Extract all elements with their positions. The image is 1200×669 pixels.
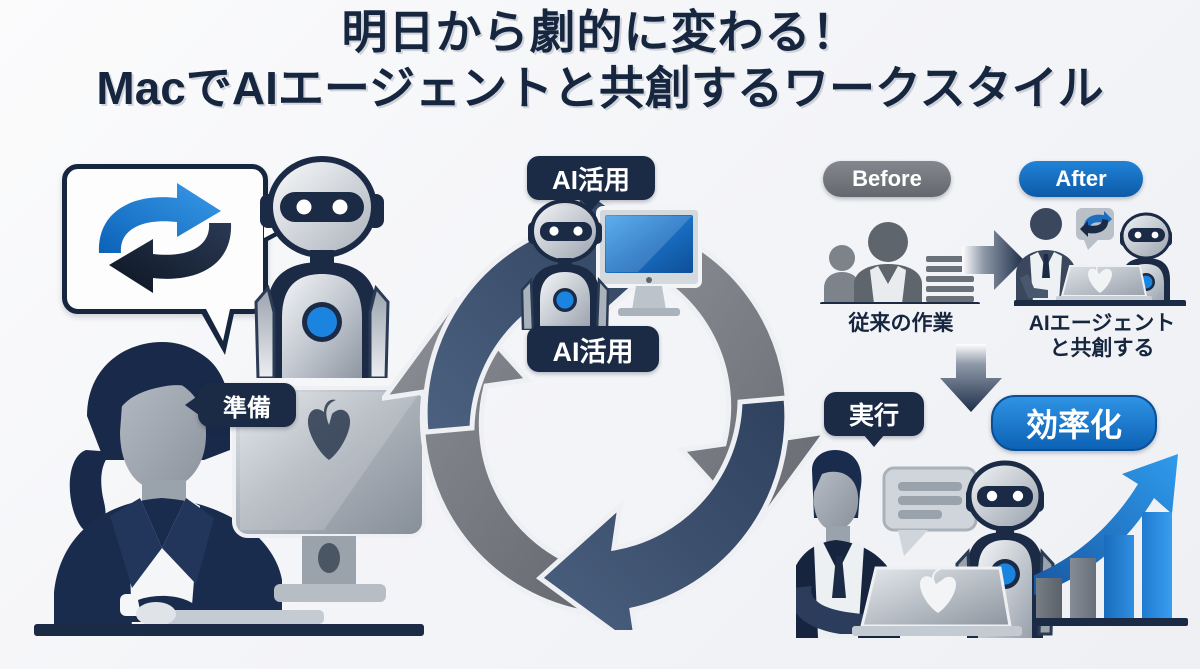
businessman-robot-group xyxy=(796,450,1055,638)
badge-before-text: Before xyxy=(852,166,922,191)
badge-before: Before xyxy=(823,161,951,197)
bubble-tail-bottom xyxy=(199,309,235,355)
label-prepare: 準備 xyxy=(185,383,296,427)
label-ai-utilization-top: AI活用 xyxy=(527,156,655,211)
arrow-down-icon xyxy=(940,344,1002,412)
label-ai-utilization-top-text: AI活用 xyxy=(551,164,630,195)
sync-arrows-icon xyxy=(98,183,232,293)
label-execute-text: 実行 xyxy=(848,402,899,430)
label-prepare-text: 準備 xyxy=(223,394,271,422)
badge-after-text: After xyxy=(1055,166,1107,191)
page-title-line2: MacでAIエージェントと共創するワークスタイル xyxy=(96,61,1104,114)
pill-tail-left xyxy=(185,395,199,415)
growth-bar-chart xyxy=(1034,454,1188,626)
page-title-line1: 明日から劇的に変わる！ xyxy=(341,6,859,58)
label-execute: 実行 xyxy=(824,392,924,447)
caption-before: 従来の作業 xyxy=(820,312,982,337)
label-ai-utilization-middle: AI活用 xyxy=(527,326,659,372)
badge-after: After xyxy=(1019,161,1143,197)
office-worker-paper-stack-icon xyxy=(820,222,980,304)
pill-tail-down-execute xyxy=(863,434,885,447)
arrow-right-icon xyxy=(962,230,1024,290)
person-macbook-robot-icon xyxy=(1014,208,1186,306)
label-efficiency: 効率化 xyxy=(991,395,1157,451)
robot-icon xyxy=(254,156,390,378)
caption-after-line2: と共創する xyxy=(1049,336,1155,360)
title-block: 明日から劇的に変わる！ MacでAIエージェントと共創するワークスタイル xyxy=(0,6,1200,115)
label-ai-utilization-middle-text: AI活用 xyxy=(552,336,634,367)
caption-after: AIエージェント と共創する xyxy=(1008,312,1196,362)
pill-tail-down-top xyxy=(580,198,602,211)
center-robot-monitor-group xyxy=(520,199,702,330)
sync-speech-bubble xyxy=(62,164,294,355)
caption-before-text: 従来の作業 xyxy=(848,312,954,335)
caption-after-line1: AIエージェント xyxy=(1028,312,1176,335)
businesswoman-at-imac-icon xyxy=(34,342,426,636)
label-efficiency-text: 効率化 xyxy=(1025,407,1122,443)
